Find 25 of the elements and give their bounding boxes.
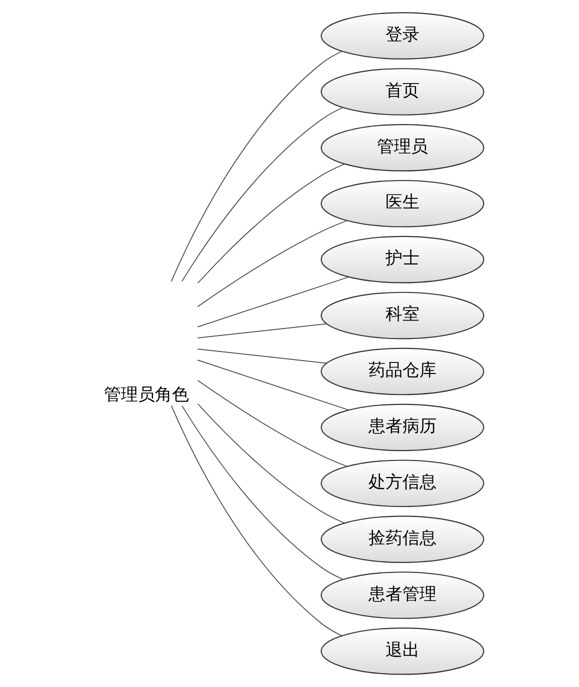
connector: [197, 380, 348, 467]
connector: [182, 107, 344, 282]
connector: [197, 360, 350, 410]
node-text: 管理员角色: [104, 384, 189, 405]
connector: [197, 220, 348, 308]
connector: [197, 403, 345, 524]
node-ellipse: 首页: [320, 68, 484, 116]
node-ellipse: 登录: [320, 12, 484, 60]
node-ellipse: 医生: [320, 180, 484, 228]
connector: [170, 50, 342, 282]
node-ellipse: 捡药信息: [320, 516, 484, 563]
node-ellipse: 患者病历: [320, 404, 484, 452]
node-ellipse: 药品仓库: [320, 348, 484, 396]
connector: [182, 405, 344, 580]
connector: [197, 276, 350, 328]
node-ellipse: 处方信息: [320, 460, 484, 508]
node-ellipse: 护士: [320, 236, 484, 284]
node-ellipse: 退出: [320, 628, 484, 675]
connector: [197, 323, 327, 338]
node-ellipse: 科室: [320, 292, 484, 340]
node-ellipse: 管理员: [320, 124, 484, 172]
connector: [197, 164, 345, 284]
node-ellipse: 患者管理: [320, 572, 484, 619]
connector: [170, 405, 342, 636]
connector: [197, 348, 327, 364]
